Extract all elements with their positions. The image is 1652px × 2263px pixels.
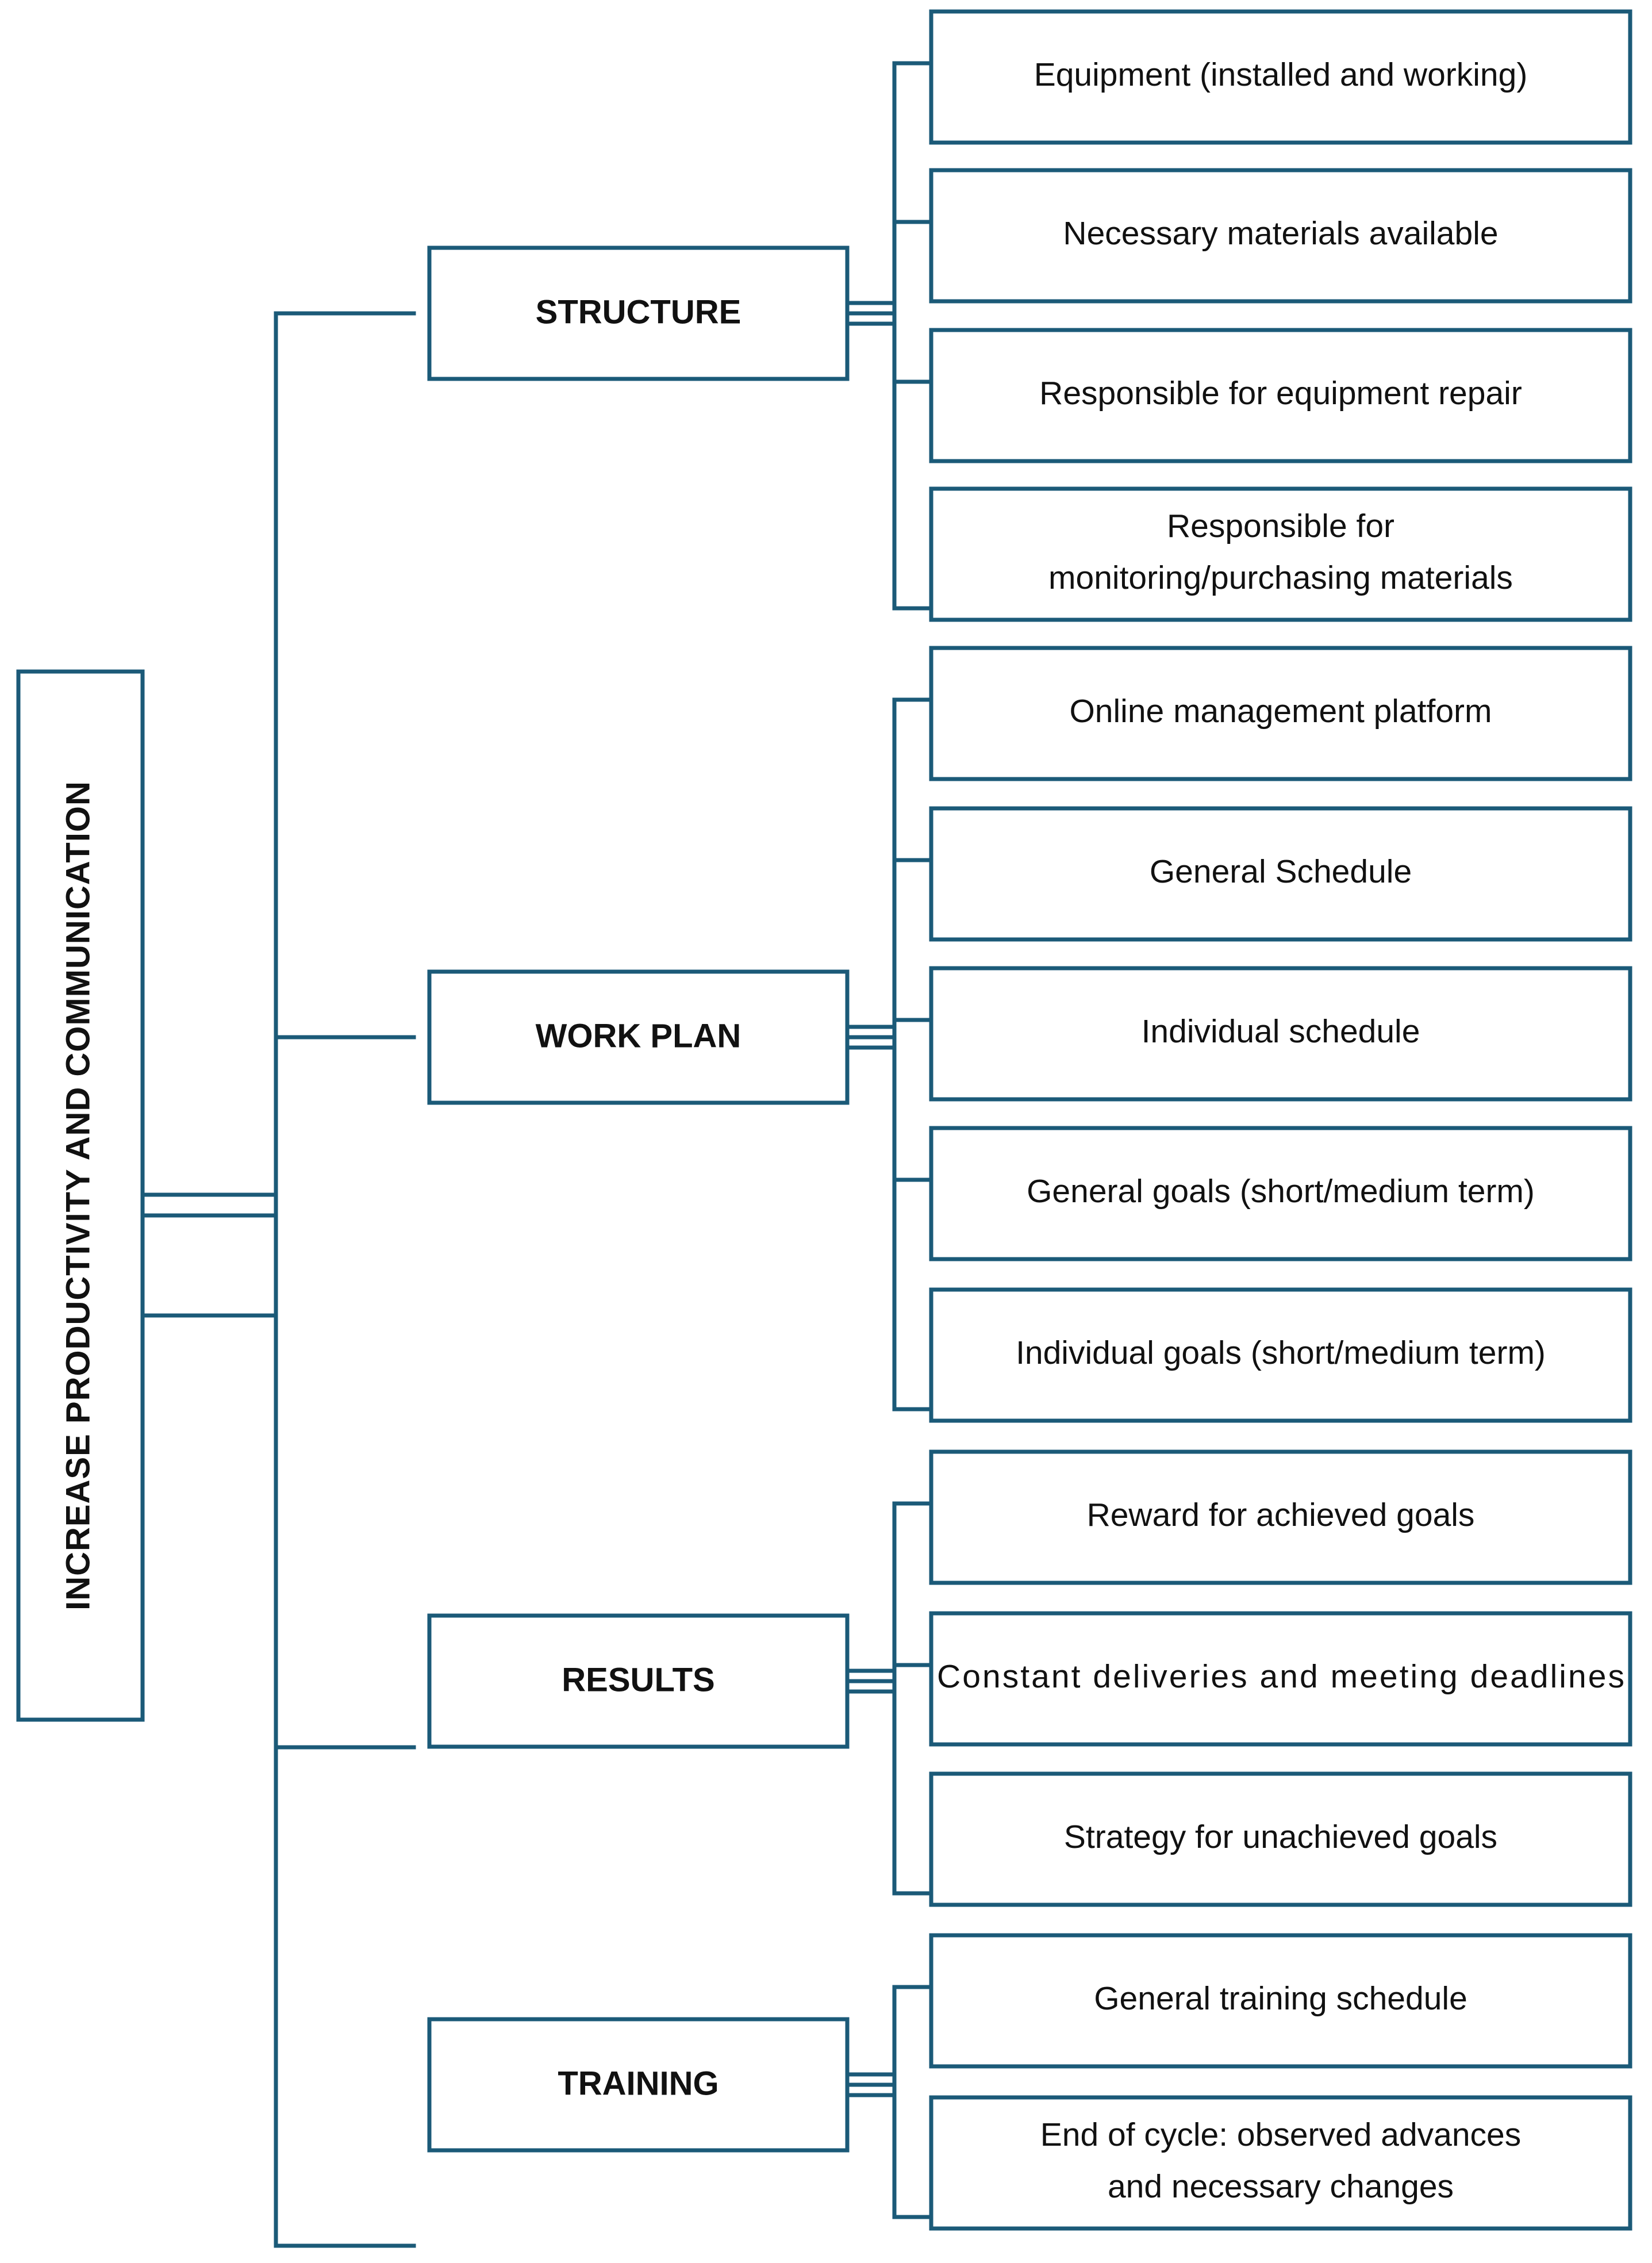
- leaf-box: [929, 1126, 1632, 1261]
- leaf-node: General training schedule: [929, 1933, 1632, 2069]
- category-box: [427, 246, 850, 381]
- leaf-box: [929, 1771, 1632, 1907]
- leaf-box: [929, 9, 1632, 145]
- leaf-box: [929, 1611, 1632, 1747]
- leaf-node: Responsible for equipment repair: [929, 328, 1632, 463]
- leaf-label: Online management platform: [1069, 693, 1492, 730]
- leaf-label: Individual schedule: [1142, 1013, 1420, 1050]
- leaf-node: End of cycle: observed advances and neces…: [929, 2095, 1632, 2231]
- leaves: Equipment (installed and working) Necessa…: [929, 9, 1632, 2231]
- leaf-node: Responsible for monitoring/purchasing mat…: [929, 486, 1632, 622]
- leaf-node: Individual goals (short/medium term): [929, 1287, 1632, 1423]
- category-node: RESULTS: [427, 1613, 850, 1749]
- leaf-label: Equipment (installed and working): [1034, 56, 1528, 93]
- leaf-box: [929, 966, 1632, 1102]
- leaf-node: Equipment (installed and working): [929, 9, 1632, 145]
- leaf-label: General Schedule: [1150, 853, 1412, 890]
- category-box: [427, 969, 850, 1105]
- leaf-box: [929, 646, 1632, 781]
- leaf-node: General goals (short/medium term): [929, 1126, 1632, 1261]
- root-node: INCREASE PRODUCTIVITY AND COMMUNICATION: [16, 669, 145, 1722]
- leaf-node: Constant deliveries and meeting deadline…: [929, 1611, 1632, 1747]
- leaf-box: [929, 1287, 1632, 1423]
- root-box: [16, 669, 145, 1722]
- leaf-box: [929, 1933, 1632, 2069]
- category-label: TRAINING: [558, 2065, 719, 2102]
- leaf-box: [929, 1449, 1632, 1585]
- leaf-node: General Schedule: [929, 806, 1632, 942]
- leaf-label: Responsible for: [1167, 508, 1394, 544]
- leaf-label: Responsible for equipment repair: [1039, 375, 1522, 412]
- leaf-node: Online management platform: [929, 646, 1632, 781]
- category-node: STRUCTURE: [427, 246, 850, 381]
- category-box: [427, 1613, 850, 1749]
- leaf-node: Individual schedule: [929, 966, 1632, 1102]
- leaf-box: [929, 328, 1632, 463]
- leaf-label: General training schedule: [1094, 1980, 1467, 2017]
- category-node: WORK PLAN: [427, 969, 850, 1105]
- leaf-box: [929, 806, 1632, 942]
- category-node: TRAINING: [427, 2017, 850, 2153]
- leaf-label: Necessary materials available: [1063, 215, 1498, 252]
- leaf-node: Necessary materials available: [929, 168, 1632, 304]
- leaf-box: [929, 486, 1632, 622]
- category-box: [427, 2017, 850, 2153]
- category-label: STRUCTURE: [536, 293, 742, 331]
- leaf-node: Reward for achieved goals: [929, 1449, 1632, 1585]
- leaf-box: [929, 2095, 1632, 2231]
- category-label: WORK PLAN: [536, 1017, 742, 1054]
- leaf-label: Reward for achieved goals: [1087, 1497, 1475, 1533]
- leaf-box: [929, 168, 1632, 304]
- leaf-label: Constant deliveries and meeting deadline…: [937, 1658, 1624, 1695]
- root-label: INCREASE PRODUCTIVITY AND COMMUNICATION: [59, 781, 97, 1610]
- leaf-label: General goals (short/medium term): [1027, 1173, 1535, 1210]
- categories: STRUCTURE WORK PLAN RESULTS TRAINING: [427, 246, 850, 2153]
- leaf-label: Strategy for unachieved goals: [1064, 1819, 1497, 1855]
- leaf-node: Strategy for unachieved goals: [929, 1771, 1632, 1907]
- leaf-label: and necessary changes: [1108, 2168, 1454, 2205]
- leaf-label: End of cycle: observed advances: [1040, 2116, 1522, 2153]
- leaf-label: monitoring/purchasing materials: [1048, 559, 1513, 596]
- leaf-label: Individual goals (short/medium term): [1016, 1334, 1546, 1371]
- connectors: [140, 61, 933, 2248]
- category-label: RESULTS: [562, 1661, 714, 1698]
